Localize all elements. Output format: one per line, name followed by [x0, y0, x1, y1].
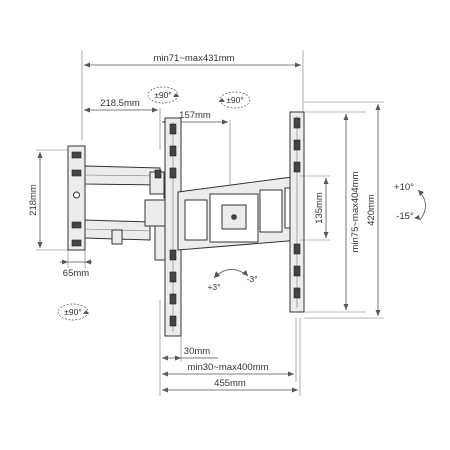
vertical-hole-spacing-label: min75~max404mm: [350, 171, 361, 252]
wall-plate-width-dimension: 65mm: [60, 250, 92, 279]
right-vertical-rail: [289, 111, 305, 313]
tilt-up-label: +10°: [394, 182, 414, 193]
offset-height-dimension: 135mm: [300, 175, 330, 241]
rotation-plus-label: +3°: [207, 282, 220, 292]
bottom-offset-label: 30mm: [184, 346, 210, 357]
swivel-left-label: ±90°: [154, 90, 172, 100]
center-plate: [177, 175, 301, 251]
bracket-height-label: 420mm: [366, 194, 377, 226]
left-vertical-rail: [164, 117, 182, 337]
swivel-bottom-label: ±90°: [64, 307, 82, 317]
horizontal-hole-spacing-label: min30~max400mm: [187, 362, 268, 373]
bottom-dimensions: 30mm min30~max400mm 455mm: [159, 300, 301, 396]
offset-height-label: 135mm: [314, 192, 325, 224]
reach-label: min71~max431mm: [153, 53, 234, 64]
vertical-hole-spacing-dimension: min75~max404mm: [304, 111, 366, 313]
swivel-right-label: ±90°: [226, 95, 244, 105]
arm-segment-1-label: 218.5mm: [100, 98, 140, 109]
arm-segment-2-label: 157mm: [179, 110, 211, 121]
swivel-badge-bottom: ±90°: [57, 303, 89, 321]
rotation-minus-label: -3°: [247, 274, 258, 284]
wall-plate: [67, 145, 86, 251]
wall-plate-height-label: 218mm: [28, 184, 39, 216]
reach-dimension: min71~max431mm: [81, 50, 304, 140]
wall-plate-height-dimension: 218mm: [28, 149, 68, 251]
swivel-badge-left: ±90°: [147, 86, 179, 104]
swivel-badge-right: ±90°: [219, 91, 251, 109]
bracket-width-label: 455mm: [214, 378, 246, 389]
bracket-height-dimension: 420mm: [304, 101, 384, 319]
rotation-indicator: +3° -3°: [207, 269, 257, 292]
tilt-down-label: -15°: [396, 211, 414, 222]
tilt-indicator: +10° -15°: [394, 182, 426, 222]
wall-plate-width-label: 65mm: [63, 268, 89, 279]
